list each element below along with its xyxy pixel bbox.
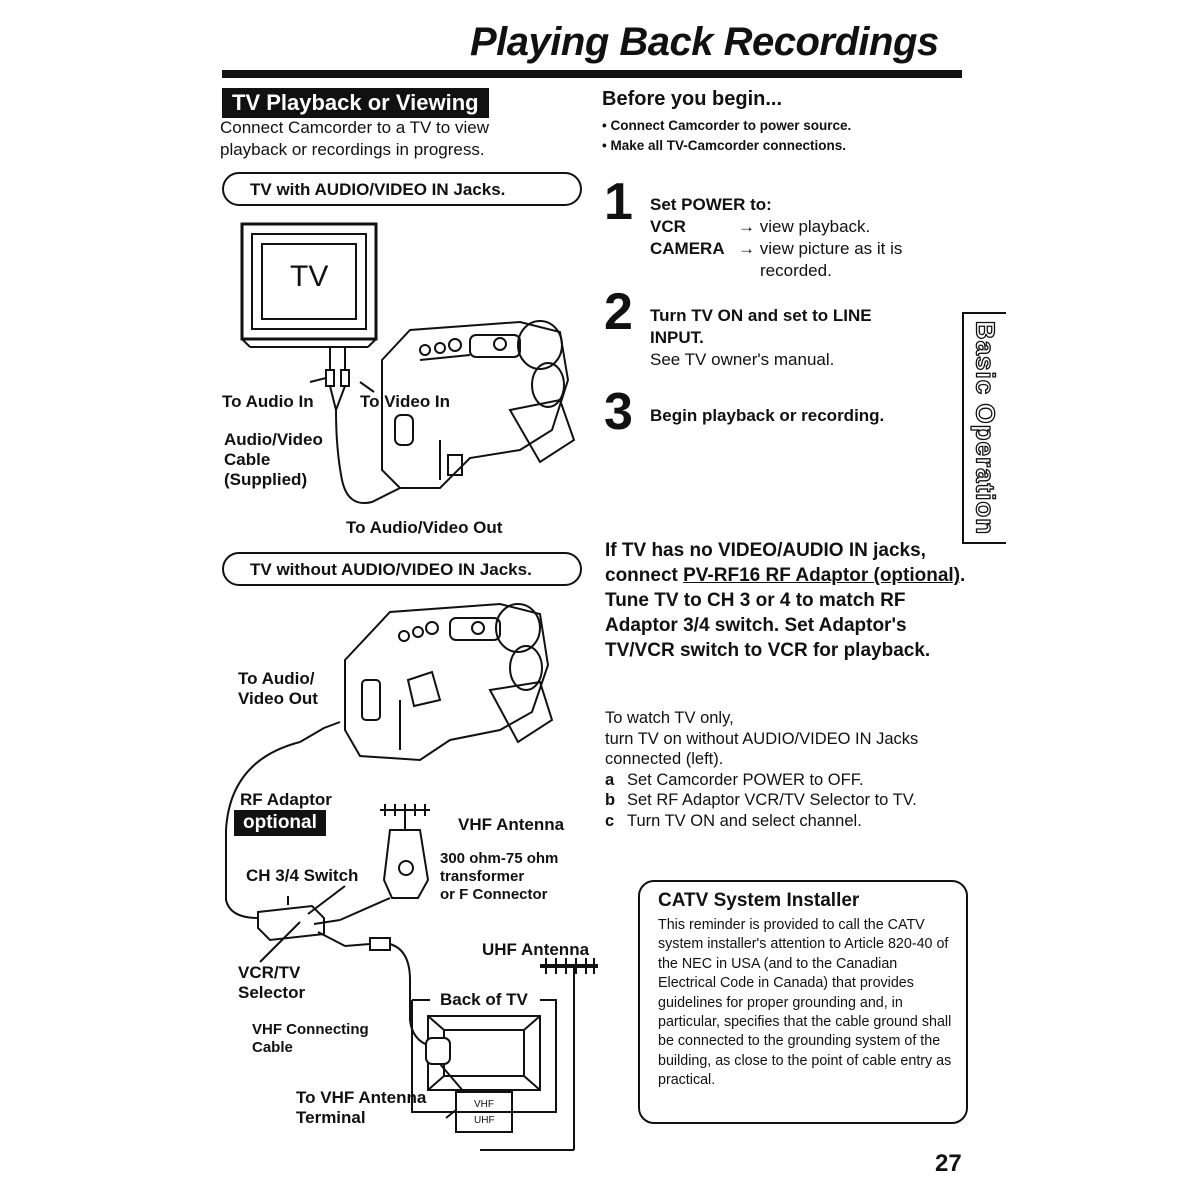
watch-item: b Set RF Adaptor VCR/TV Selector to TV. xyxy=(605,790,975,811)
back-of-tv-label: Back of TV xyxy=(436,990,532,1010)
selector-label-1: VCR/TV xyxy=(238,963,301,982)
intro-text: Connect Camcorder to a TV to view playba… xyxy=(220,118,489,159)
watch-item-key: c xyxy=(605,811,615,830)
watch-item-text: Turn TV ON and select channel. xyxy=(627,811,862,830)
to-audio-in-label: To Audio In xyxy=(222,392,314,411)
camcorder-illustration-2 xyxy=(344,602,554,762)
before-item: Make all TV-Camcorder connections. xyxy=(602,136,851,156)
vhf-cable-label-1: VHF Connecting xyxy=(252,1021,369,1038)
rf-note-text-1: If TV has no VIDEO/AUDIO IN jacks, conne… xyxy=(605,540,926,586)
rf-adaptor-link[interactable]: PV-RF16 RF Adaptor (optional) xyxy=(683,565,961,586)
catv-body: This reminder is provided to call the CA… xyxy=(658,917,952,1089)
watch-item-text: Set Camcorder POWER to OFF. xyxy=(627,770,864,789)
vhf-terminal-label-1: To VHF Antenna xyxy=(296,1088,427,1107)
ch-switch-label: CH 3/4 Switch xyxy=(246,866,359,885)
catv-heading: CATV System Installer xyxy=(658,890,860,911)
step-2-line-2: INPUT. xyxy=(650,328,704,347)
watch-tv-instructions: To watch TV only, turn TV on without AUD… xyxy=(605,708,975,831)
step-1-number: 1 xyxy=(604,173,633,231)
transformer-label-2: transformer xyxy=(440,868,525,885)
camcorder-illustration-1 xyxy=(381,320,576,489)
optional-tag: optional xyxy=(234,810,326,836)
before-heading: Before you begin... xyxy=(602,88,783,110)
vhf-terminal-tag: VHF xyxy=(474,1099,494,1110)
section-tag: TV Playback or Viewing xyxy=(222,88,489,118)
cable-label-3: (Supplied) xyxy=(224,470,308,489)
uhf-terminal-tag: UHF xyxy=(474,1115,495,1126)
to-video-in-label: To Video In xyxy=(360,392,451,411)
step-1-vcr-desc: → view playback. xyxy=(738,217,871,236)
section-side-tab: Basic Operation xyxy=(962,312,1006,544)
vhf-terminal-label-2: Terminal xyxy=(296,1108,366,1127)
uhf-antenna-illustration xyxy=(480,958,598,1151)
cable-label-2: Cable xyxy=(224,450,271,469)
transformer-label-3: or F Connector xyxy=(440,886,548,903)
page-number: 27 xyxy=(935,1150,962,1177)
step-1-vcr: VCR xyxy=(650,217,686,236)
step-3-text: Begin playback or recording. xyxy=(650,406,885,425)
step-1-camera-desc-2: recorded. xyxy=(760,261,832,280)
selector-label-2: Selector xyxy=(238,983,306,1002)
vhf-cable-label-2: Cable xyxy=(252,1039,293,1056)
to-av-out-label: To Audio/Video Out xyxy=(346,518,503,537)
step-1-title: Set POWER to: xyxy=(650,195,772,214)
tv-screen-label: TV xyxy=(290,260,329,293)
title-rule xyxy=(222,70,962,78)
diagram1-heading: TV with AUDIO/VIDEO IN Jacks. xyxy=(222,172,582,206)
cable-label-1: Audio/Video xyxy=(224,430,323,449)
watch-line-1: To watch TV only, xyxy=(605,709,734,727)
diagram2-heading: TV without AUDIO/VIDEO IN Jacks. xyxy=(222,552,582,586)
step-1-camera-desc: → view picture as it is xyxy=(738,239,903,258)
catv-installer-box: CATV System Installer This reminder is p… xyxy=(638,880,968,1124)
watch-item-key: b xyxy=(605,791,616,809)
tv-illustration xyxy=(240,222,378,348)
page-title: Playing Back Recordings xyxy=(470,20,939,64)
step-2-line-3: See TV owner's manual. xyxy=(650,350,835,369)
rf-adaptor-illustration xyxy=(257,896,346,947)
watch-item-key: a xyxy=(605,770,615,789)
rf-note-text-2: . Tune TV to CH 3 or 4 to match RF Adapt… xyxy=(605,565,966,661)
watch-item-text: Set RF Adaptor VCR/TV Selector to TV. xyxy=(627,791,917,809)
step-2-number: 2 xyxy=(604,283,633,341)
before-item: Connect Camcorder to power source. xyxy=(602,116,851,136)
watch-line-2: turn TV on without AUDIO/VIDEO IN Jacks … xyxy=(605,729,919,769)
watch-item: c Turn TV ON and select channel. xyxy=(605,811,975,832)
vhf-antenna-label: VHF Antenna xyxy=(458,815,565,834)
side-tab-label: Basic Operation xyxy=(970,320,1001,536)
to-audio-video-out-1: To Audio/ xyxy=(238,669,315,688)
vhf-antenna-illustration xyxy=(339,804,430,921)
to-audio-video-out-2: Video Out xyxy=(238,689,318,708)
rf-adaptor-note: If TV has no VIDEO/AUDIO IN jacks, conne… xyxy=(605,538,975,663)
watch-item: a Set Camcorder POWER to OFF. xyxy=(605,770,975,791)
step-3-number: 3 xyxy=(604,383,633,441)
transformer-label-1: 300 ohm-75 ohm xyxy=(440,850,559,867)
step-2-line-1: Turn TV ON and set to LINE xyxy=(650,306,872,325)
before-list: Connect Camcorder to power source. Make … xyxy=(602,116,851,156)
rf-adaptor-label: RF Adaptor xyxy=(240,790,332,809)
step-1-camera: CAMERA xyxy=(650,239,725,258)
uhf-antenna-label: UHF Antenna xyxy=(482,940,590,959)
